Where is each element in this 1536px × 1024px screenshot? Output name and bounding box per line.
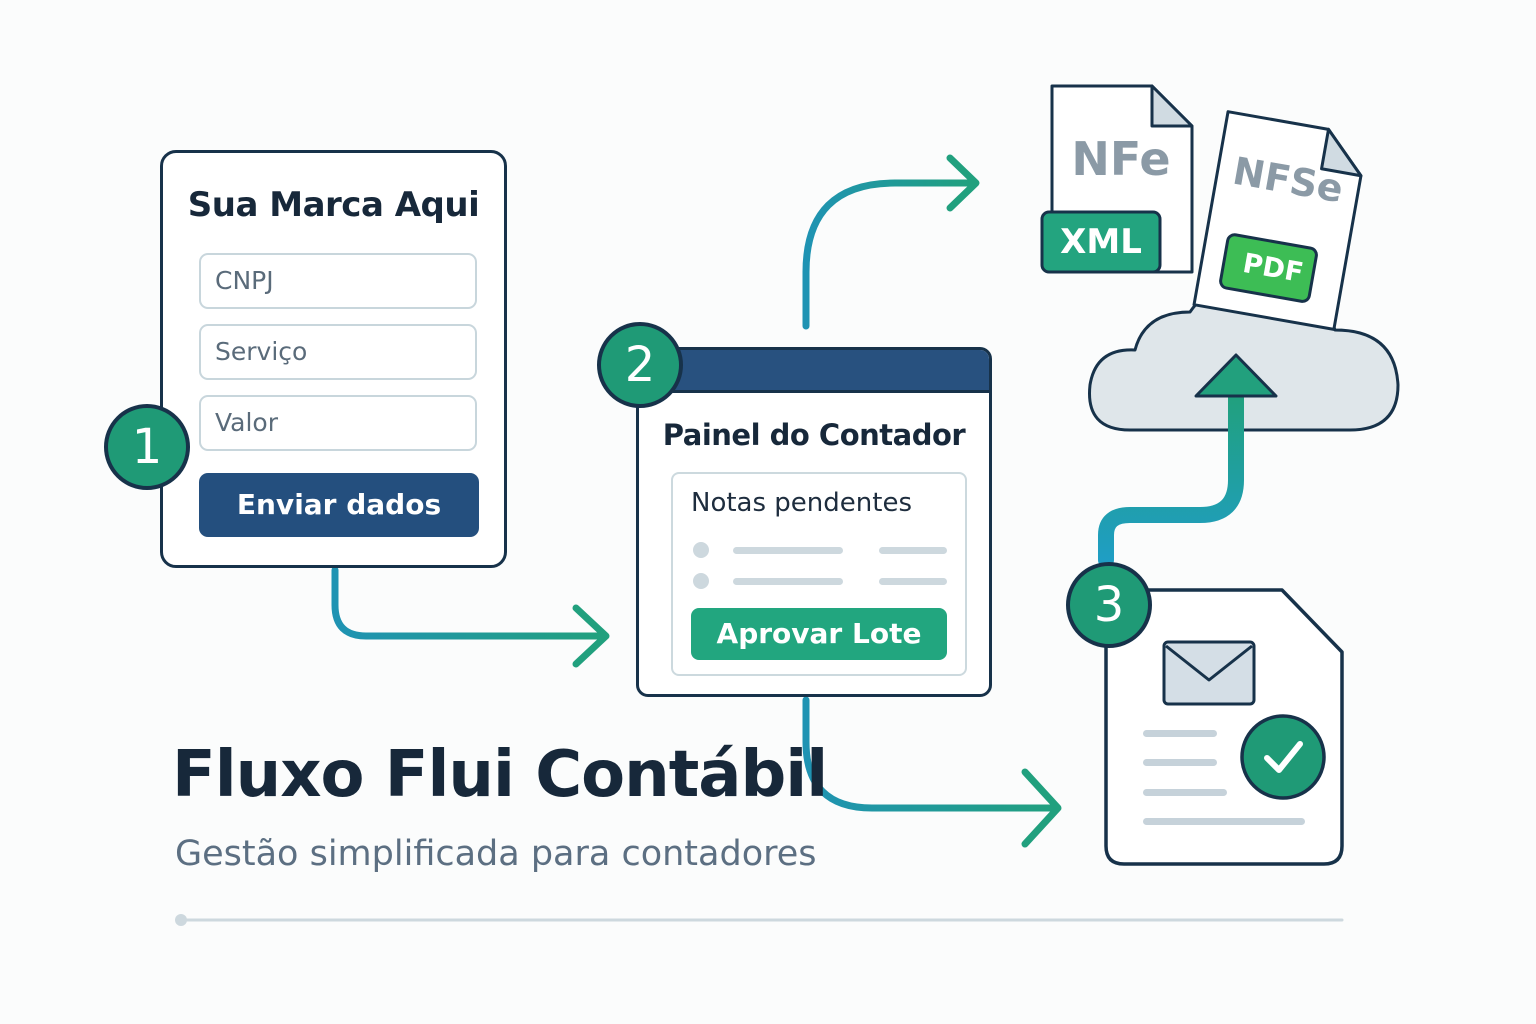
approve-batch-button[interactable]: Aprovar Lote [691,608,947,660]
list-line-placeholder [879,578,947,585]
nfse-pdf-file-icon [1192,110,1363,331]
dashboard-title: Painel do Contador [662,418,966,452]
envelope-icon [1162,640,1256,706]
list-item [693,571,949,591]
xml-badge: XML [1060,222,1142,262]
list-line-placeholder [733,547,843,554]
arrow-dashboard-to-document [802,696,1062,848]
page-title: Fluxo Flui Contábil [172,738,828,812]
company-form: Sua Marca Aqui CNPJ Serviço Valor Enviar… [160,150,507,568]
list-bullet [693,542,709,558]
list-item [693,540,949,560]
checkmark-icon [1240,714,1326,800]
step-3-badge: 3 [1066,562,1152,648]
upload-arrow [1098,353,1278,568]
step-2-badge: 2 [597,322,683,408]
footer-divider [175,914,1344,926]
pending-notes-card: Notas pendentes Aprovar Lote [671,472,967,676]
service-field[interactable]: Serviço [199,324,477,380]
brand-title: Sua Marca Aqui [187,185,480,225]
step-1-badge: 1 [104,404,190,490]
page-subtitle: Gestão simplificada para contadores [175,834,817,874]
list-line-placeholder [733,578,843,585]
nfe-label: NFe [1071,132,1171,186]
pending-notes-label: Notas pendentes [691,488,912,518]
arrow-dashboard-to-files [802,154,980,330]
dashboard-titlebar [639,350,989,393]
list-bullet [693,573,709,589]
nfe-xml-file-icon [1040,84,1194,274]
send-data-button[interactable]: Enviar dados [199,473,479,537]
list-line-placeholder [879,547,947,554]
value-field[interactable]: Valor [199,395,477,451]
accountant-dashboard: Painel do Contador Notas pendentes Aprov… [636,347,992,697]
arrow-form-to-dashboard [331,566,610,668]
cnpj-field[interactable]: CNPJ [199,253,477,309]
